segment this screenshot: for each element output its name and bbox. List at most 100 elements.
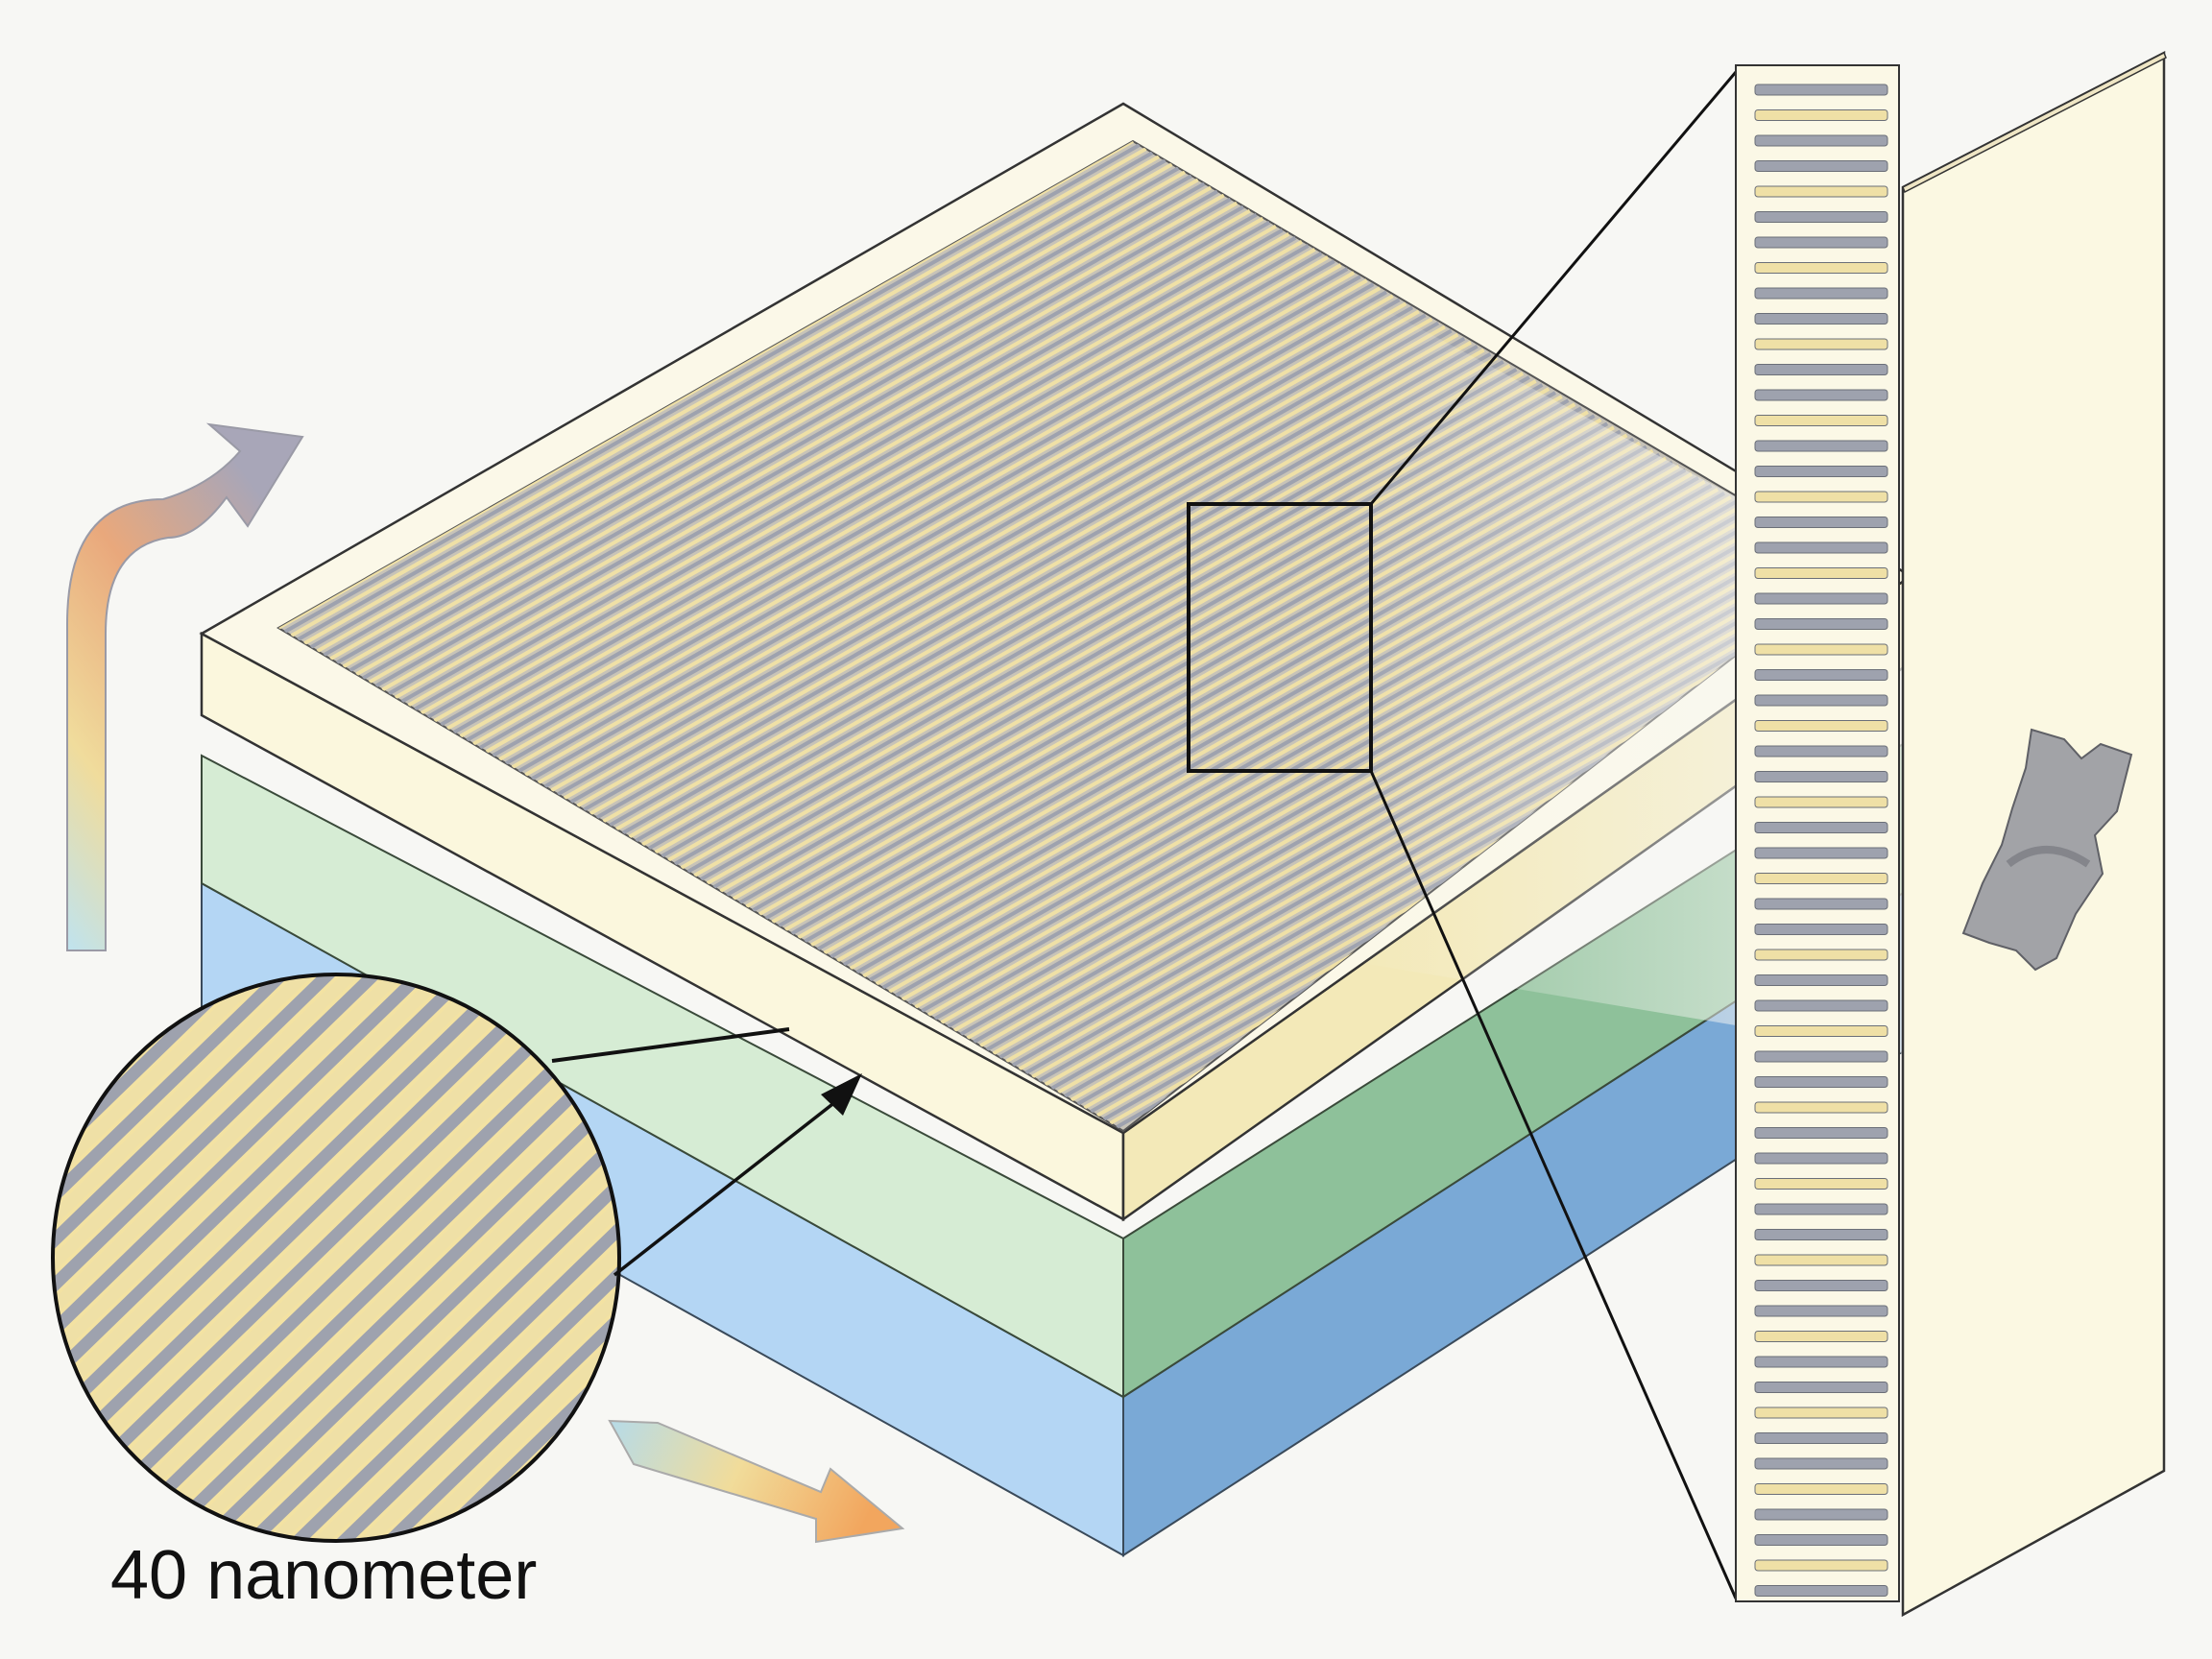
magnified-stripe xyxy=(156,974,619,1541)
grating-line xyxy=(543,298,1401,788)
strip-bar xyxy=(1754,262,1888,274)
strip-bar xyxy=(1754,541,1888,554)
magnified-stripe xyxy=(53,974,539,1541)
grating-line xyxy=(517,282,1375,773)
strip-bar xyxy=(1754,1534,1888,1546)
grating-line xyxy=(446,240,1303,731)
grating-line xyxy=(309,158,1166,649)
strip-bar xyxy=(1754,389,1888,401)
strip-bar xyxy=(1754,643,1888,656)
strip-bar xyxy=(1754,1280,1888,1291)
strip-bar xyxy=(1754,720,1888,732)
grating-line xyxy=(381,201,1238,692)
strip-bar xyxy=(1754,669,1888,681)
strip-bar xyxy=(1754,287,1888,300)
strip-bar xyxy=(1754,1101,1888,1114)
strip-bar xyxy=(1754,1585,1888,1597)
strip-bar xyxy=(1754,491,1888,503)
grating-line xyxy=(472,255,1330,746)
magnified-stripe xyxy=(87,974,619,1541)
grating-line xyxy=(374,197,1232,688)
magnified-stripe xyxy=(0,931,27,1584)
grating-line xyxy=(621,344,1479,835)
magnified-stripe xyxy=(53,974,331,1541)
strip-bar xyxy=(1754,84,1888,96)
grating-line xyxy=(329,170,1187,661)
curved-arrow-icon xyxy=(66,422,304,951)
grating-line xyxy=(335,174,1192,665)
strip-bar xyxy=(1754,160,1888,172)
grating-line xyxy=(407,216,1264,708)
strip-bar xyxy=(1754,1050,1888,1063)
strip-bar xyxy=(1754,211,1888,223)
strip-bar xyxy=(1754,1152,1888,1165)
magnified-stripe xyxy=(341,974,619,1541)
magnified-stripe xyxy=(53,974,585,1541)
grating-line xyxy=(342,178,1199,669)
grating-line xyxy=(400,212,1258,704)
magnified-stripe xyxy=(53,974,608,1541)
magnified-stripe xyxy=(364,974,619,1541)
grating-line xyxy=(349,181,1206,673)
scale-label: 40 nanometer xyxy=(110,1537,538,1614)
grating-line xyxy=(563,309,1420,801)
grating-line xyxy=(355,185,1213,677)
magnified-stripe xyxy=(53,974,308,1541)
grating-line xyxy=(440,236,1297,727)
strip-bar xyxy=(1754,694,1888,707)
strip-bar xyxy=(1754,1432,1888,1444)
strip-bar xyxy=(1754,567,1888,579)
grating-line xyxy=(316,162,1173,653)
grating-line xyxy=(362,189,1218,681)
strip-bar xyxy=(1754,313,1888,325)
grating-line xyxy=(615,340,1472,831)
magnified-stripe xyxy=(53,974,469,1541)
grating-line xyxy=(297,151,1154,641)
magnified-stripe xyxy=(53,974,55,1541)
grating-line xyxy=(531,290,1387,781)
grating-line xyxy=(504,275,1361,765)
strip-bar xyxy=(1754,1203,1888,1215)
magnified-stripe xyxy=(53,974,377,1541)
strip-bar xyxy=(1754,1457,1888,1470)
grating-line xyxy=(388,204,1245,696)
magnified-stripe xyxy=(110,974,619,1541)
grating-line xyxy=(498,271,1356,761)
grating-line xyxy=(583,321,1440,812)
strip-bar xyxy=(1754,1382,1888,1393)
strip-bar xyxy=(1754,1407,1888,1419)
grating-line xyxy=(303,155,1161,645)
magnified-stripe xyxy=(53,974,446,1541)
grating-line xyxy=(323,166,1180,657)
magnified-stripe xyxy=(53,974,423,1541)
magnified-stripe xyxy=(203,974,619,1541)
magnified-stripe xyxy=(53,974,285,1541)
strip-bar xyxy=(1754,466,1888,477)
grating-line xyxy=(550,301,1407,793)
grating-line xyxy=(602,332,1459,824)
magnified-stripe xyxy=(180,974,619,1541)
magnified-stripe xyxy=(226,974,619,1541)
grating-line xyxy=(524,286,1382,777)
strip-bar xyxy=(1754,999,1888,1012)
strip-bar xyxy=(1754,873,1888,884)
strip-bar xyxy=(1754,847,1888,859)
strip-bar xyxy=(1754,1559,1888,1572)
strip-bar xyxy=(1754,517,1888,528)
strip-bar xyxy=(1754,1076,1888,1088)
grating-line xyxy=(595,328,1453,820)
magnified-stripe xyxy=(53,974,400,1541)
grating-line xyxy=(433,232,1290,723)
grating-line xyxy=(557,305,1414,797)
grating-line xyxy=(569,313,1427,805)
magnified-stripe xyxy=(318,974,619,1541)
grating-line xyxy=(511,278,1368,769)
strip-bar xyxy=(1754,364,1888,375)
grating-line xyxy=(394,208,1251,700)
magnified-stripe xyxy=(0,931,4,1584)
strip-bar xyxy=(1754,1229,1888,1240)
sample-panel xyxy=(1901,50,2167,1618)
strip-bar xyxy=(1754,1356,1888,1368)
grating-line xyxy=(414,220,1271,711)
